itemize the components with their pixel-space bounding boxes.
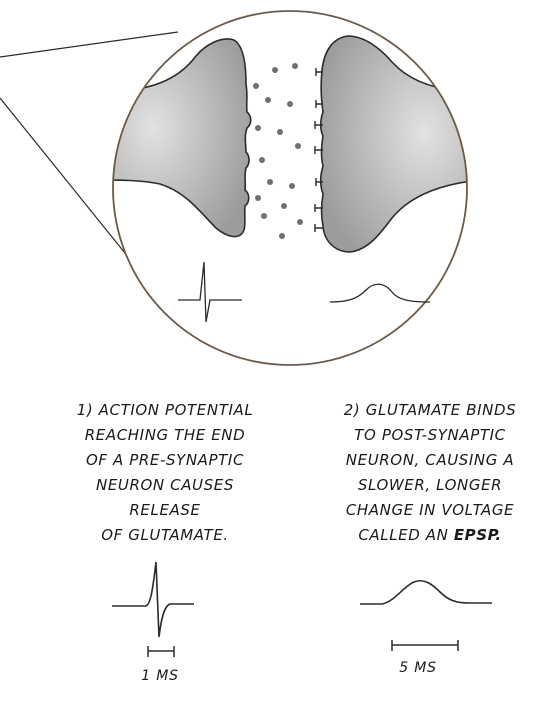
caption-left-line-2: REACHING THE END bbox=[84, 426, 246, 444]
caption-epsp: 2) GLUTAMATE BINDS TO POST-SYNAPTIC NEUR… bbox=[305, 398, 555, 548]
caption-left-line-5: RELEASE bbox=[129, 501, 201, 519]
action-potential-trace-small bbox=[178, 261, 242, 323]
scale-bar-1ms bbox=[147, 646, 175, 657]
caption-left-number: 1) bbox=[76, 401, 94, 419]
presynaptic-terminal bbox=[113, 38, 252, 238]
caption-right-line-3: NEURON, CAUSING A bbox=[345, 451, 515, 469]
scale-label-1ms: 1 MS bbox=[141, 668, 179, 684]
caption-left-line-3: OF A PRE-SYNAPTIC bbox=[85, 451, 245, 469]
zoom-line-top bbox=[0, 31, 179, 58]
caption-right-line-2: TO POST-SYNAPTIC bbox=[354, 426, 506, 444]
scale-label-5ms: 5 MS bbox=[399, 660, 437, 676]
caption-right-line-5: CHANGE IN VOLTAGE bbox=[345, 501, 515, 519]
receptors bbox=[314, 68, 323, 232]
glutamate-molecules bbox=[253, 63, 303, 239]
zoom-line-bottom bbox=[0, 97, 138, 269]
caption-right-line-4: SLOWER, LONGER bbox=[357, 476, 503, 494]
caption-right-epsp-term: EPSP. bbox=[453, 526, 502, 544]
action-potential-trace bbox=[112, 561, 194, 638]
caption-left-line-4: NEURON CAUSES bbox=[96, 476, 234, 494]
caption-right-last-prefix: CALLED AN bbox=[358, 526, 454, 544]
caption-right-number: 2) bbox=[343, 401, 361, 419]
epsp-trace-small bbox=[329, 283, 431, 303]
scale-bar-5ms bbox=[391, 640, 459, 651]
caption-left-line-1: ACTION POTENTIAL bbox=[98, 401, 254, 419]
caption-left-line-6: OF GLUTAMATE. bbox=[101, 526, 229, 544]
caption-action-potential: 1) ACTION POTENTIAL REACHING THE END OF … bbox=[45, 398, 285, 548]
epsp-trace bbox=[360, 579, 492, 605]
magnification-circle bbox=[112, 10, 468, 366]
caption-right-line-1: GLUTAMATE BINDS bbox=[365, 401, 517, 419]
